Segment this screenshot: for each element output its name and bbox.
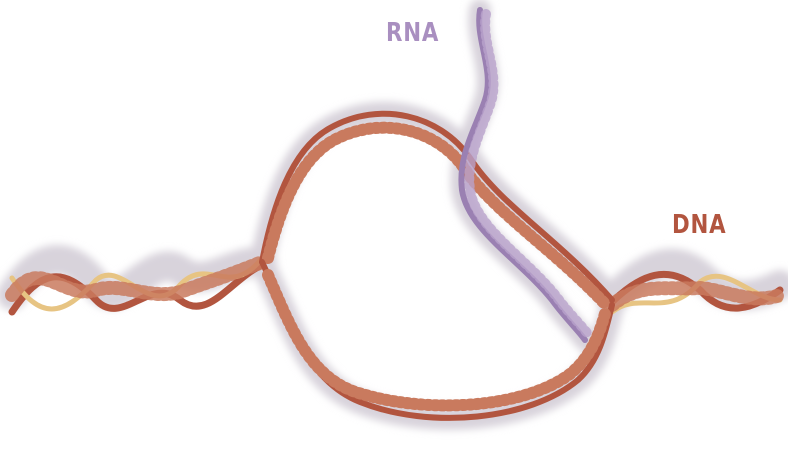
dna-bubble-bottom-strand	[262, 262, 612, 418]
dna-bubble-top-strand	[262, 114, 612, 305]
rna-label: RNA	[386, 20, 439, 46]
strand-glow	[12, 10, 780, 418]
dna-label: DNA	[672, 212, 727, 238]
